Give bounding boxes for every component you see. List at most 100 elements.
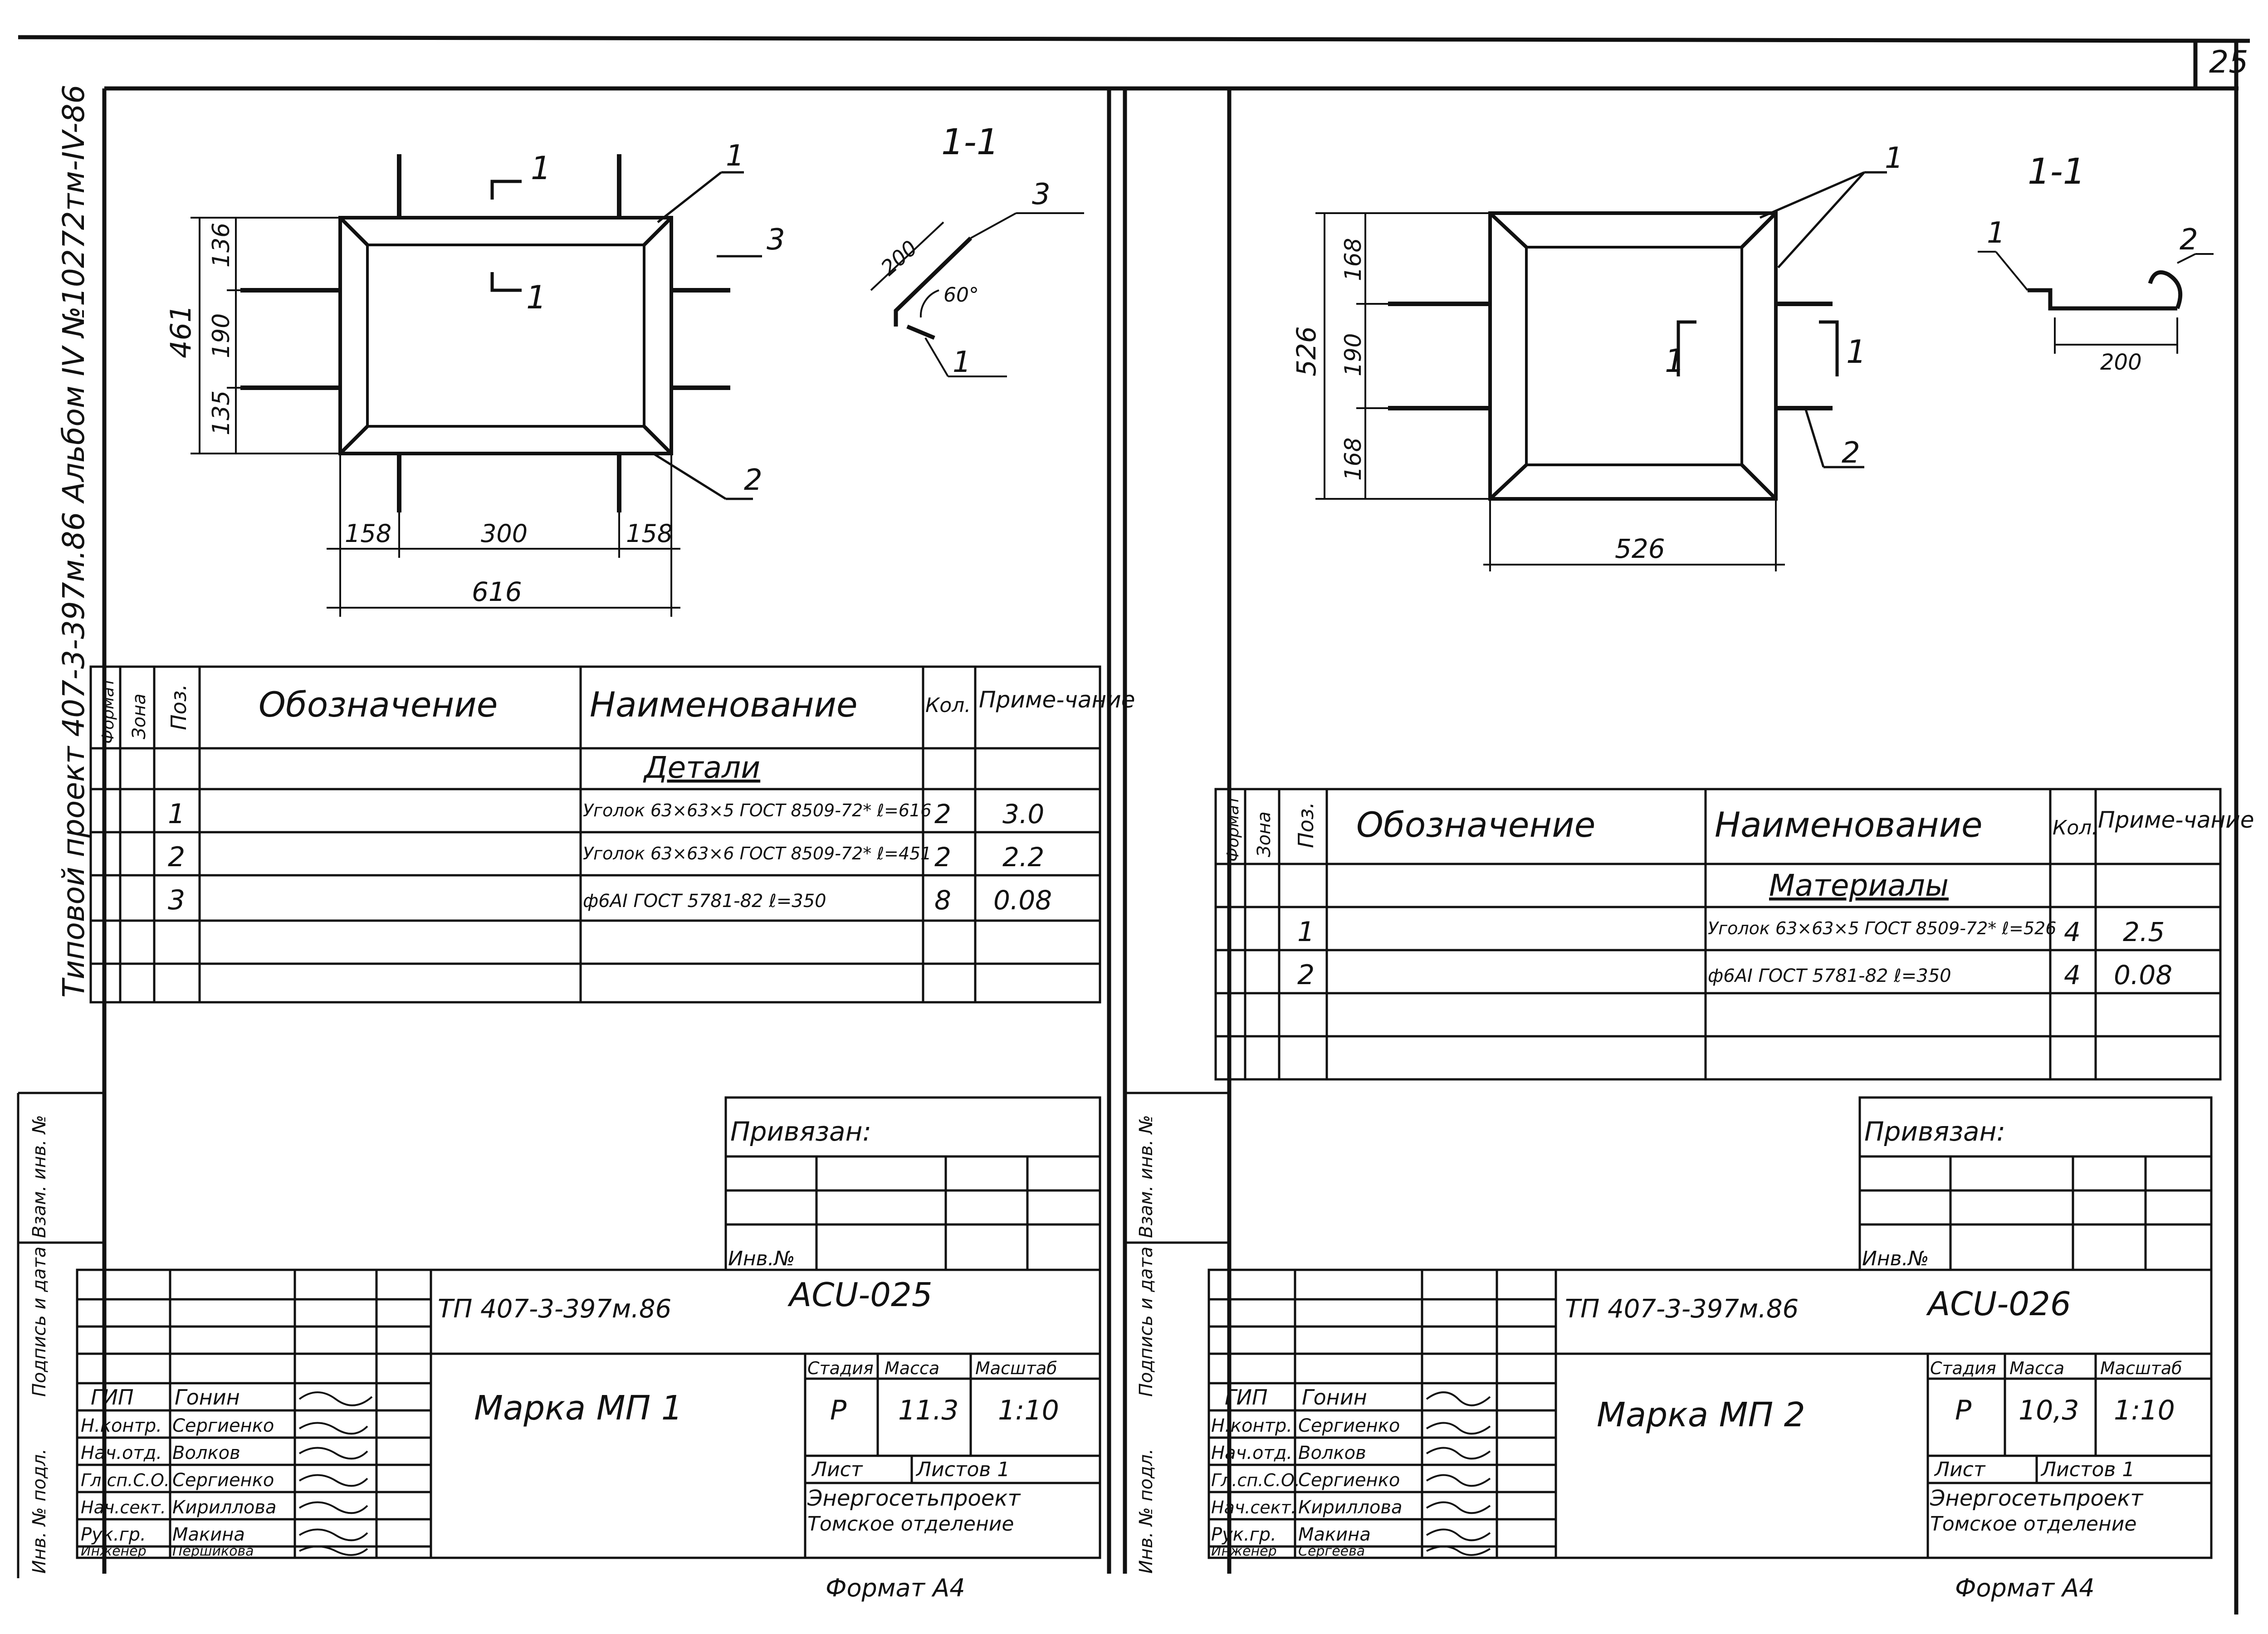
person-name-7-mp2: Сергеева (1298, 1543, 1365, 1559)
frame-drawing-mp2: 1 1 1 2 526 168 190 168 526 1-1 (1291, 141, 2214, 571)
col-note: Приме-чание (979, 687, 1135, 713)
signature-marks (298, 1391, 373, 1556)
row-2-pos-mp2: 2 (1297, 959, 1315, 991)
row-1-qty: 2 (934, 799, 951, 829)
page-number: 25 (2209, 44, 2248, 80)
stamp-field-sign-2: Подпись и дата (1136, 1247, 1157, 1397)
dim-width-2: 300 (481, 519, 528, 548)
section-callout-2-mp2: 2 (2180, 223, 2198, 257)
callout-2: 2 (744, 463, 763, 497)
col-designation-mp2: Обозначение (1356, 805, 1595, 845)
person-role-3: Нач.отд. (81, 1443, 162, 1463)
person-role-6: Рук.гр. (81, 1524, 146, 1545)
row-1-note-mp2: 2.5 (2123, 917, 2165, 947)
col-designation: Обозначение (259, 684, 498, 725)
person-role-2: Н.контр. (81, 1415, 162, 1436)
dim-total-height: 461 (164, 305, 197, 358)
col-pos-mp2: Поз. (1294, 802, 1318, 848)
section-mark-right: 1 (1846, 333, 1867, 371)
col-zone: Зона (129, 693, 150, 739)
row-2-note: 2.2 (1002, 842, 1044, 873)
col-format-mp2: Формат (1224, 795, 1242, 862)
section-label: Детали (643, 750, 760, 785)
stamp-field-sign: Подпись и дата (29, 1247, 50, 1397)
format-label: Формат А4 (826, 1574, 965, 1602)
scale-value: 1:10 (998, 1395, 1059, 1426)
frame (17, 35, 2250, 1614)
row-1-name: Уголок 63×63×5 ГОСТ 8509-72* ℓ=616 (583, 800, 931, 820)
org-name: Энергосетьпроект (807, 1486, 1021, 1511)
col-name: Наименование (590, 684, 858, 725)
person-name-6: Макина (172, 1524, 245, 1545)
dim-total-height-mp2: 526 (1291, 326, 1322, 376)
spec-table-mp2: Формат Зона Поз. Обозначение Наименовани… (1214, 788, 2254, 1081)
mass-header: Масса (885, 1358, 939, 1378)
mass-header-mp2: Масса (2009, 1358, 2064, 1378)
inv-no-label-mp2: Инв.№ (1862, 1247, 1929, 1270)
stage-value-mp2: Р (1955, 1395, 1972, 1426)
row-3-pos: 3 (168, 884, 185, 916)
mass-value-mp2: 10,3 (2019, 1395, 2079, 1426)
row-2-name-mp2: ф6АI ГОСТ 5781-82 ℓ=350 (1708, 966, 1951, 986)
row-3-name: ф6АI ГОСТ 5781-82 ℓ=350 (583, 891, 826, 912)
section-mark-top: 1 (531, 150, 551, 187)
row-3-note: 0.08 (993, 885, 1052, 916)
dim-width-1: 158 (345, 519, 391, 548)
row-1-pos: 1 (168, 798, 185, 830)
section-angle: 60° (943, 283, 979, 307)
person-role-2-mp2: Н.контр. (1211, 1415, 1292, 1436)
sheet-label: Лист (811, 1458, 863, 1481)
album-stamp: Типовой проект 407-3-397м.86 Альбом IV №… (56, 84, 91, 998)
doc-code-mp2: АСU-026 (1926, 1285, 2071, 1323)
section-callout-1: 1 (953, 346, 971, 379)
col-qty: Кол. (925, 694, 971, 717)
callout-1: 1 (726, 139, 744, 173)
doc-code: АСU-025 (787, 1276, 933, 1314)
section-mark-left: 1 (1665, 342, 1685, 380)
person-name-7: Першикова (172, 1543, 254, 1559)
col-pos: Поз. (166, 684, 191, 730)
callout-1-mp2: 1 (1885, 141, 1903, 175)
scale-value-mp2: 1:10 (2114, 1395, 2175, 1426)
scale-header-mp2: Масштаб (2100, 1358, 2182, 1378)
row-2-qty-mp2: 4 (2064, 960, 2081, 990)
stage-header: Стадия (807, 1358, 874, 1378)
sheets-label-mp2: Листов 1 (2040, 1458, 2135, 1481)
person-role-7-mp2: Инженер (1211, 1543, 1277, 1559)
person-role-6-mp2: Рук.гр. (1211, 1524, 1276, 1545)
person-name-5-mp2: Кириллова (1298, 1497, 1402, 1518)
dim-height-1-mp2: 168 (1340, 238, 1366, 281)
col-zone-mp2: Зона (1254, 811, 1275, 857)
signature-marks-mp2 (1426, 1391, 1491, 1556)
dim-height-3-mp2: 168 (1340, 438, 1366, 481)
section-label-mp2: Материалы (1769, 868, 1949, 903)
person-name-6-mp2: Макина (1298, 1524, 1371, 1545)
row-2-pos: 2 (168, 841, 185, 873)
stamp-field-inv: Инв. № подл. (29, 1449, 50, 1574)
dim-height-2: 190 (208, 313, 235, 358)
col-note-mp2: Приме-чание (2098, 807, 2254, 833)
row-2-name: Уголок 63×63×6 ГОСТ 8509-72* ℓ=451 (583, 844, 931, 863)
person-role-5-mp2: Нач.сект. (1211, 1497, 1296, 1517)
dim-height-1: 136 (208, 223, 235, 268)
section-callout-1-mp2: 1 (1987, 216, 2005, 250)
row-1-name-mp2: Уголок 63×63×5 ГОСТ 8509-72* ℓ=526 (1708, 918, 2056, 938)
person-name-4: Сергиенко (172, 1470, 274, 1491)
format-label-mp2: Формат А4 (1955, 1574, 2095, 1602)
inv-no-label: Инв.№ (728, 1247, 795, 1270)
dim-total-width: 616 (472, 576, 522, 607)
person-role-1: ГИП (91, 1385, 134, 1410)
person-role-4-mp2: Гл.сп.С.О. (1211, 1470, 1300, 1490)
title-block-mp2: Привязан: Инв.№ ТП 407-3-397м.86 АСU-026… (1207, 1096, 2213, 1602)
col-name-mp2: Наименование (1715, 805, 1983, 845)
row-1-pos-mp2: 1 (1297, 916, 1315, 948)
row-2-note-mp2: 0.08 (2114, 960, 2172, 990)
stage-header-mp2: Стадия (1930, 1358, 1996, 1378)
doc-title: Марка МП 1 (474, 1389, 683, 1428)
callout-2-mp2: 2 (1842, 436, 1860, 470)
person-name-1-mp2: Гонин (1302, 1385, 1367, 1410)
col-qty-mp2: Кол. (2053, 816, 2098, 839)
row-1-note: 3.0 (1002, 799, 1044, 829)
dim-height-3: 135 (208, 390, 235, 435)
